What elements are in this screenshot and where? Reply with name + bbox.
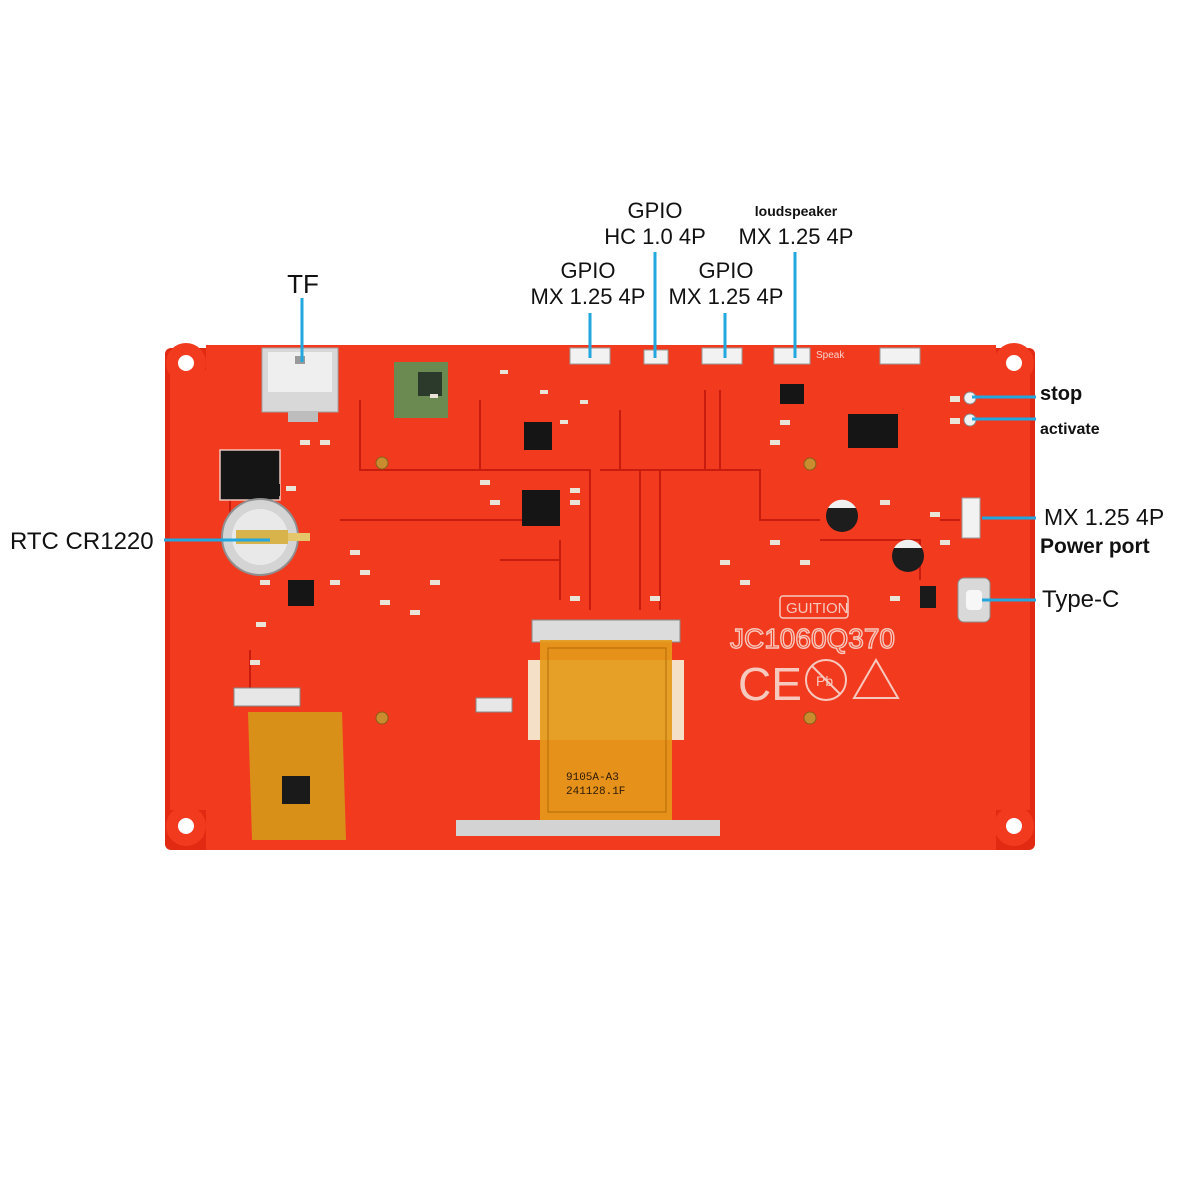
- gpio-left-label-line2: MX 1.25 4P: [531, 284, 646, 309]
- flex-code-2: 241128.1F: [566, 786, 625, 798]
- power-label-line1: MX 1.25 4P: [1044, 504, 1164, 530]
- power-port-connector: [961, 497, 981, 539]
- ic-chips: [219, 384, 898, 606]
- board-branding: GUITION JC1060Q370 CE Pb: [729, 595, 900, 710]
- rtc-label: RTC CR1220: [10, 528, 154, 555]
- gpio-hc-label-line1: GPIO: [627, 198, 682, 223]
- esd-warning-icon: [852, 658, 900, 699]
- typec-connector: [957, 577, 991, 623]
- tf-card-slot: [261, 347, 339, 422]
- display-flex-cable: 9105A-A3 241128.1F: [456, 619, 720, 836]
- svg-text:Pb: Pb: [816, 673, 833, 689]
- gpio-hc-label-line2: HC 1.0 4P: [604, 224, 706, 249]
- tf-label: TF: [287, 269, 319, 299]
- mounting-holes: [178, 355, 1022, 834]
- stop-label: stop: [1040, 383, 1082, 405]
- gpio-right-label-line2: MX 1.25 4P: [669, 284, 784, 309]
- model-label: JC1060Q370: [730, 623, 895, 654]
- speaker-label-line1: loudspeaker: [755, 203, 838, 219]
- power-label-line2: Power port: [1040, 535, 1150, 558]
- capacitors: [826, 499, 936, 608]
- ce-mark-icon: CE: [738, 658, 802, 710]
- touch-flex-cable: [233, 687, 513, 840]
- brand-label: GUITION: [786, 600, 849, 617]
- callout-labels: TF GPIO HC 1.0 4P GPIO MX 1.25 4P GPIO M…: [10, 198, 1164, 613]
- typec-label: Type-C: [1042, 586, 1119, 613]
- green-module: [394, 362, 448, 418]
- flex-code-1: 9105A-A3: [566, 772, 619, 784]
- rtc-battery-holder: [221, 498, 310, 576]
- activate-label: activate: [1040, 421, 1100, 438]
- svg-text:CE: CE: [738, 658, 802, 710]
- speak-silk-label: Speak: [816, 350, 845, 361]
- smd-components: [250, 370, 960, 665]
- lead-free-icon: Pb: [805, 659, 847, 701]
- speaker-label-line2: MX 1.25 4P: [739, 224, 854, 249]
- gpio-left-label-line1: GPIO: [560, 258, 615, 283]
- brass-standoffs: [375, 456, 817, 725]
- leader-lines: [164, 252, 1036, 602]
- gpio-right-label-line1: GPIO: [698, 258, 753, 283]
